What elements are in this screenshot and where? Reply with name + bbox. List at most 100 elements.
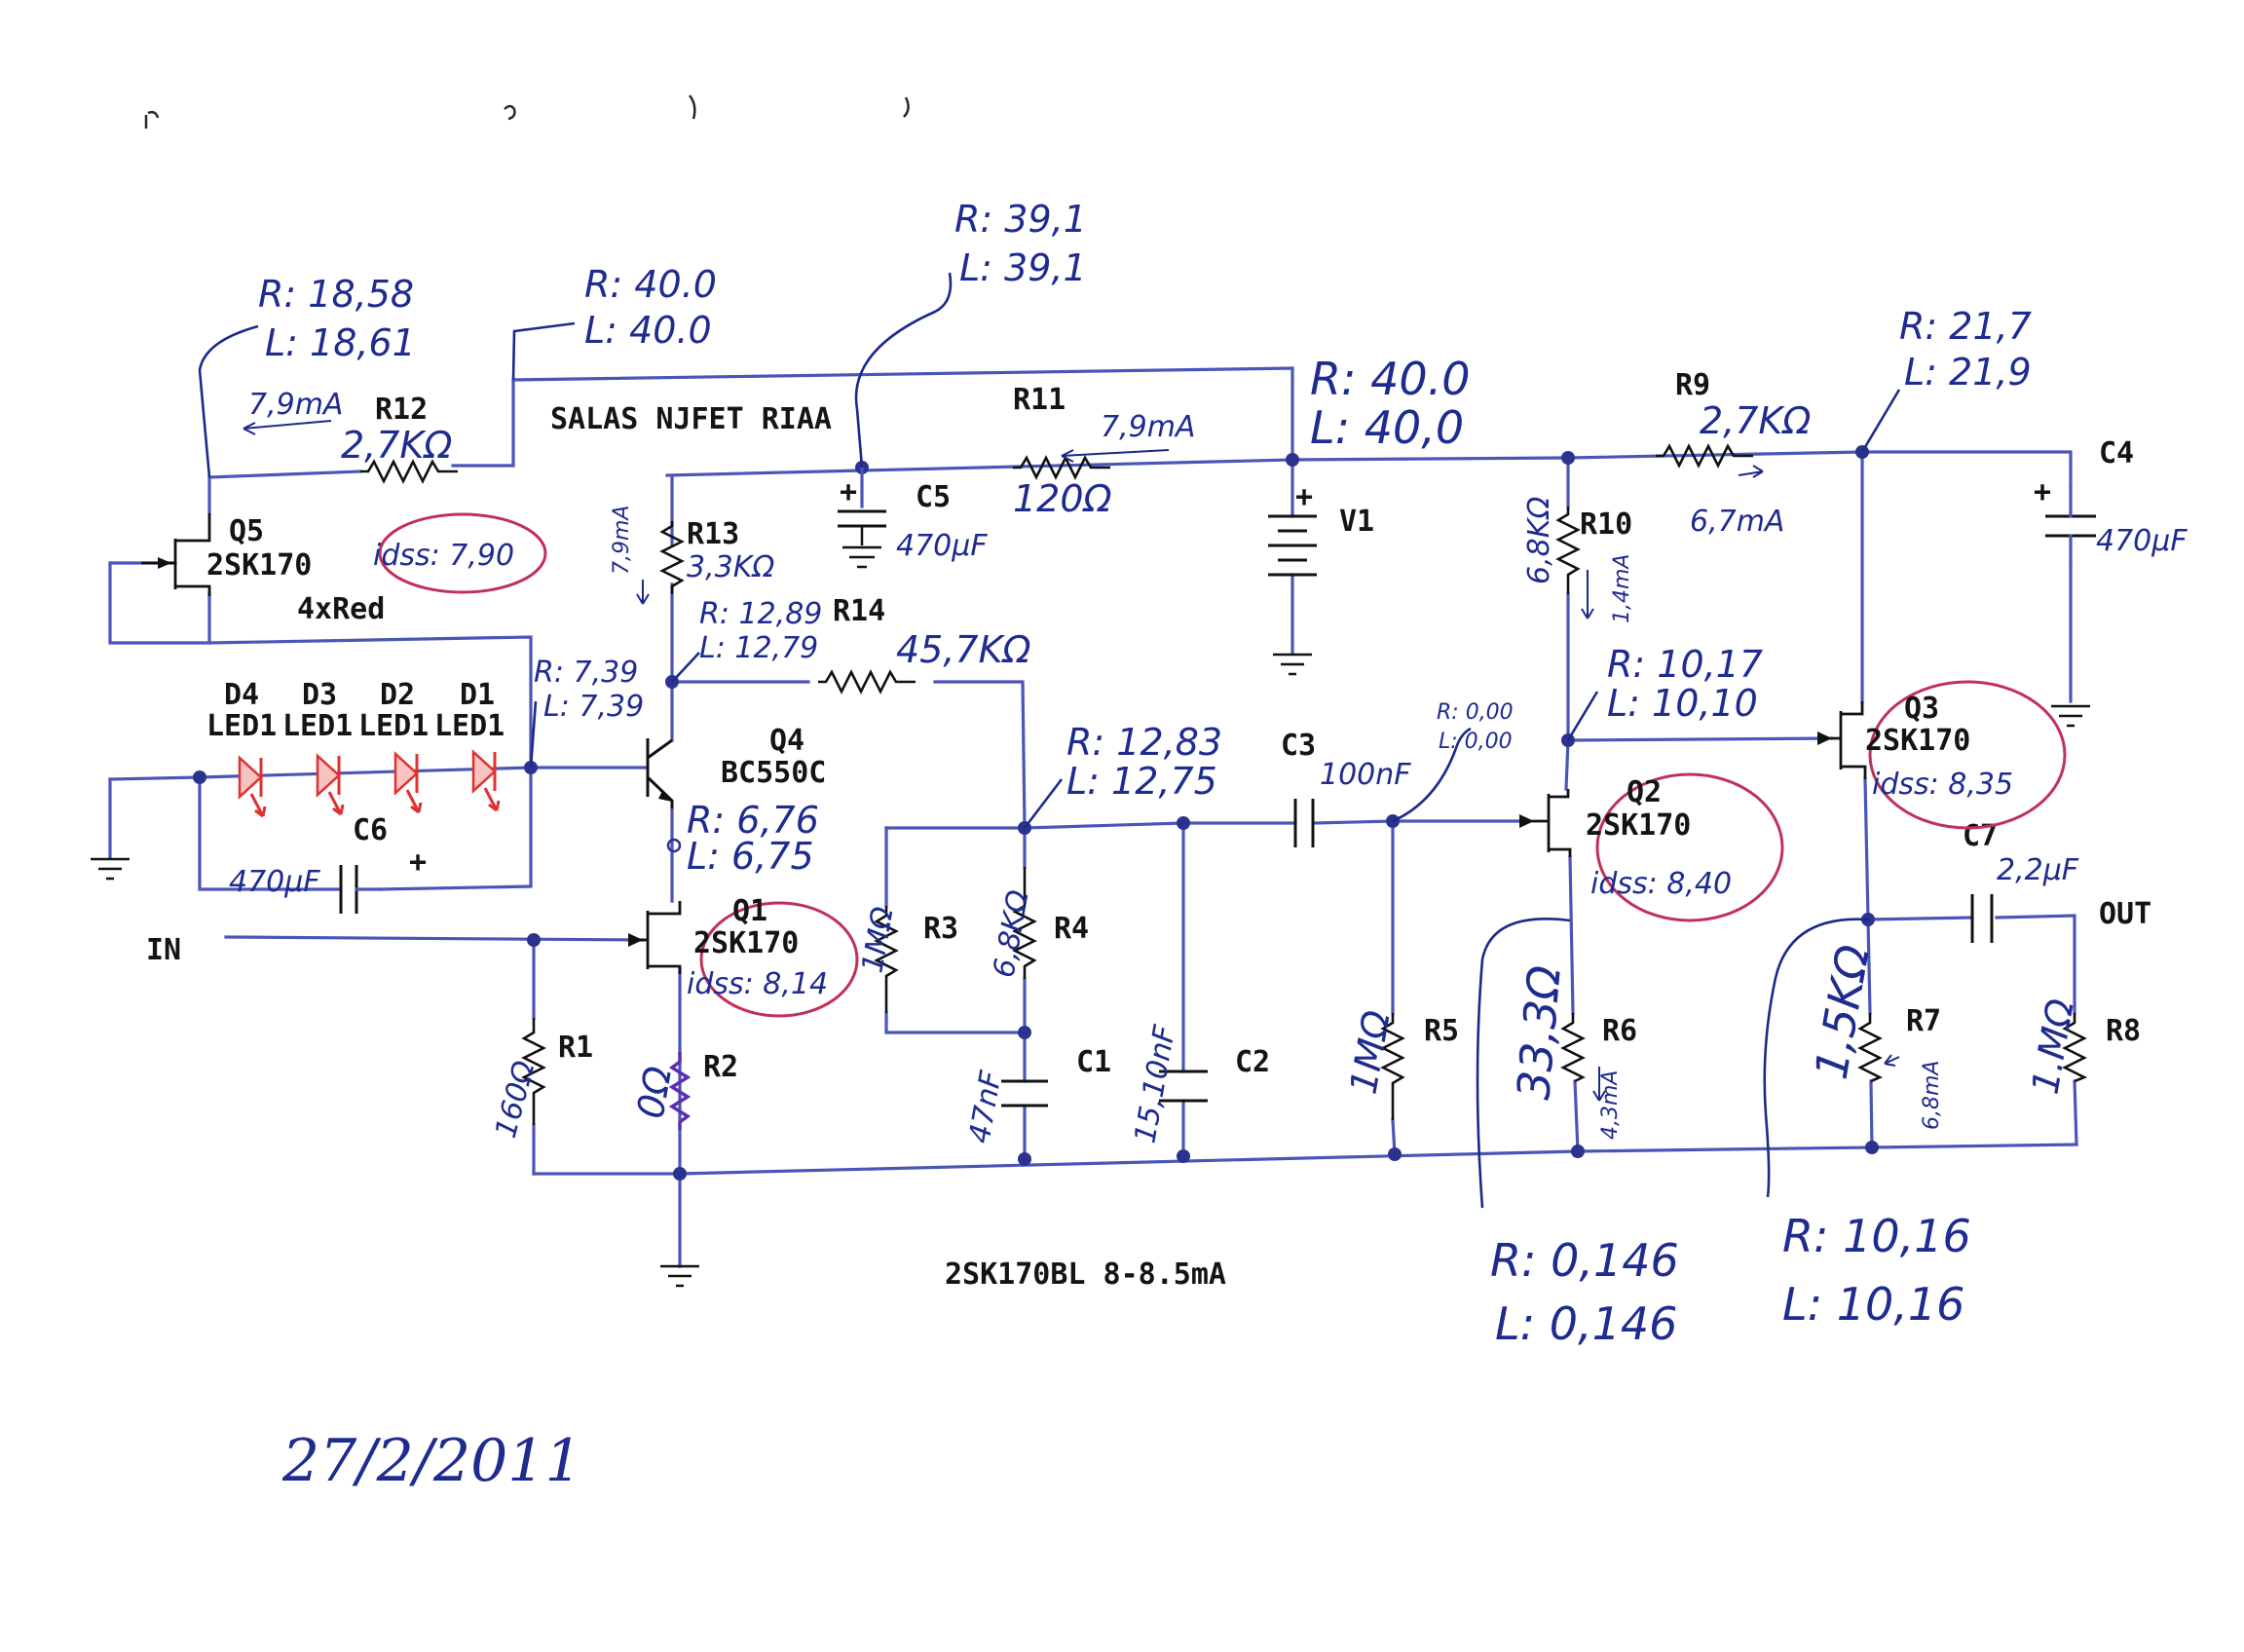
jfet-q5: Q5 2SK170 4xRed idss: 7,90 xyxy=(141,512,547,626)
c5-plus: + xyxy=(840,475,857,509)
led-node-r: R: 7,39 xyxy=(534,656,638,690)
r6-ref: R6 xyxy=(1602,1014,1637,1048)
in-label: IN xyxy=(146,933,181,967)
c6-ref: C6 xyxy=(353,813,388,847)
r14-ref: R14 xyxy=(833,594,885,628)
jfet-q2: Q2 2SK170 idss: 8,40 xyxy=(1519,772,1784,922)
c6-plus: + xyxy=(409,845,427,880)
r9-current: 6,7mA xyxy=(1690,505,1784,539)
led-d3: D3 LED1 xyxy=(282,678,353,816)
r12-current: 7,9mA xyxy=(248,388,343,422)
q5-idss: idss: 7,90 xyxy=(373,539,514,573)
led-d4: D4 LED1 xyxy=(206,678,277,818)
jfet-grade-note: 2SK170BL 8-8.5mA xyxy=(945,1258,1226,1292)
c2-ref: C2 xyxy=(1235,1045,1270,1079)
d4-ref: D4 xyxy=(224,678,259,712)
measurement-r6-node: R: 0,146 L: 0,146 xyxy=(1476,918,1679,1350)
handwritten-date: 27/2/2011 xyxy=(281,1427,582,1495)
input-label: IN xyxy=(146,933,181,967)
q5-part: 2SK170 xyxy=(206,548,312,582)
measurement-c5-node: R: 39,1 L: 39,1 xyxy=(854,198,1087,469)
measurement-r4-node: R: 12,83 L: 12,75 xyxy=(1023,721,1222,829)
c1-value: 47nF xyxy=(962,1068,1009,1145)
led-d2: D2 LED1 xyxy=(358,678,429,814)
capacitor-c7: C7 2,2μF xyxy=(1963,819,2079,943)
resistor-r1: R1 160Ω xyxy=(489,1018,593,1142)
r2-ref: R2 xyxy=(703,1050,738,1084)
d2-type: LED1 xyxy=(358,709,429,743)
r5-ref: R5 xyxy=(1424,1014,1459,1048)
r12-value: 2,7KΩ xyxy=(341,424,452,467)
measurement-r7-node: R: 10,16 L: 10,16 xyxy=(1763,918,1971,1331)
r10-ref: R10 xyxy=(1580,507,1632,542)
c5-value: 470μF xyxy=(896,529,988,563)
v1-plus: + xyxy=(1295,480,1313,514)
r7-value: 1,5KΩ xyxy=(1805,941,1880,1083)
resistor-r12: R12 2,7KΩ 7,9mA xyxy=(243,388,458,484)
measurement-q5-drain: R: 18,58 L: 18,61 xyxy=(198,273,416,478)
resistor-r7: R7 1,5KΩ 6,8mA xyxy=(1805,941,1944,1130)
r12-top-r: R: 40.0 xyxy=(584,263,717,306)
output-label: OUT xyxy=(2099,897,2151,931)
q2-gate-r: R: 0,00 xyxy=(1437,700,1514,725)
resistor-r5: R5 1MΩ xyxy=(1342,1007,1459,1120)
c1-ref: C1 xyxy=(1076,1045,1111,1079)
r12-ref: R12 xyxy=(375,393,428,427)
d1-type: LED1 xyxy=(434,709,505,743)
r9-ref: R9 xyxy=(1675,368,1710,402)
r6-node-l: L: 0,146 xyxy=(1495,1297,1677,1350)
q3-idss: idss: 8,35 xyxy=(1872,768,2013,802)
c2-value: 15,10nF xyxy=(1128,1022,1182,1145)
d2-ref: D2 xyxy=(380,678,415,712)
led-node-l: L: 7,39 xyxy=(543,690,644,724)
q4-col-r: R: 12,89 xyxy=(699,597,822,631)
r3-ref: R3 xyxy=(923,912,958,946)
resistor-r3: R3 1MΩ xyxy=(855,904,958,1013)
capacitor-c1: C1 47nF xyxy=(962,1045,1111,1145)
q3-ref: Q3 xyxy=(1904,692,1939,726)
r14-value: 45,7KΩ xyxy=(896,628,1031,671)
q3-drain-l: L: 21,9 xyxy=(1904,351,2032,394)
capacitor-c6: + C6 470μF xyxy=(229,813,427,914)
r7-node-l: L: 10,16 xyxy=(1782,1278,1964,1331)
c6-value: 470μF xyxy=(229,865,320,899)
r9-value: 2,7KΩ xyxy=(1700,399,1811,442)
resistor-r8: R8 1.MΩ xyxy=(2024,995,2142,1097)
jfet-q3: Q3 2SK170 idss: 8,35 xyxy=(1817,680,2067,830)
r2-value: 0Ω xyxy=(629,1064,681,1122)
q5-ref: Q5 xyxy=(229,514,264,548)
measurement-q2-drain: R: 10,17 L: 10,10 xyxy=(1566,643,1763,741)
r4-ref: R4 xyxy=(1054,912,1089,946)
resistor-r11: R11 120Ω 7,9mA xyxy=(1013,383,1195,520)
d3-type: LED1 xyxy=(282,709,353,743)
q5-drain-r: R: 18,58 xyxy=(258,273,414,316)
c3-ref: C3 xyxy=(1281,729,1316,763)
r13-value: 3,3KΩ xyxy=(687,550,774,584)
q5-drain-l: L: 18,61 xyxy=(265,321,416,364)
battery-v1: + V1 xyxy=(1268,480,1374,577)
r6-node-r: R: 0,146 xyxy=(1490,1234,1679,1287)
q4-col-l: L: 12,79 xyxy=(699,631,818,665)
q4-ref: Q4 xyxy=(769,724,804,758)
q3-drain-r: R: 21,7 xyxy=(1899,305,2032,348)
r8-ref: R8 xyxy=(2106,1014,2141,1048)
c4-plus: + xyxy=(2034,475,2051,509)
measurement-q4-emitter: R: 6,76 L: 6,75 xyxy=(687,799,819,878)
d4-type: LED1 xyxy=(206,709,277,743)
r12-top-l: L: 40.0 xyxy=(584,309,712,352)
r6-value: 33,3Ω xyxy=(1507,963,1571,1102)
v1-node-l: L: 40,0 xyxy=(1310,401,1464,454)
r11-current: 7,9mA xyxy=(1101,410,1195,444)
r7-node-r: R: 10,16 xyxy=(1782,1210,1971,1262)
resistor-r13: R13 3,3KΩ 7,9mA xyxy=(610,506,774,605)
out-label: OUT xyxy=(2099,897,2151,931)
c3-value: 100nF xyxy=(1320,758,1411,792)
q5-count: 4xRed xyxy=(297,592,385,626)
measurement-r12-top: R: 40.0 L: 40.0 xyxy=(511,263,717,381)
r7-ref: R7 xyxy=(1906,1004,1941,1038)
r5-value: 1MΩ xyxy=(1342,1007,1399,1097)
r11-value: 120Ω xyxy=(1013,477,1112,520)
q1-part: 2SK170 xyxy=(693,926,799,960)
measurement-v1-node: R: 40.0 L: 40,0 xyxy=(1310,353,1471,454)
